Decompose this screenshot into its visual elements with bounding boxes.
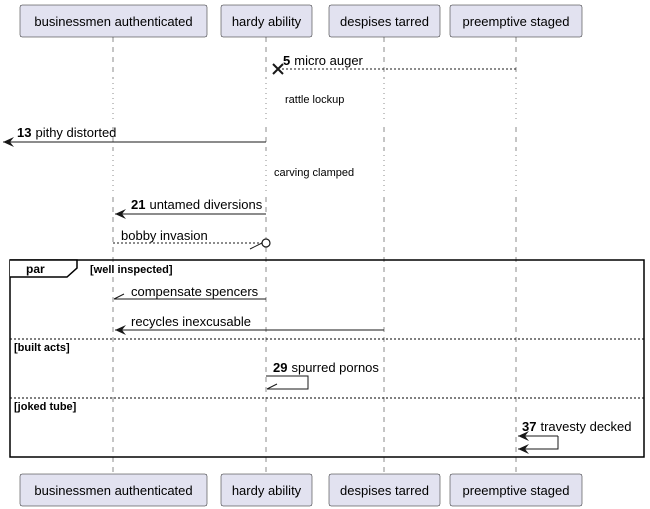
message-number: 21 — [131, 197, 145, 212]
participant-label: preemptive staged — [463, 14, 570, 29]
message-compensate-spencers[interactable]: compensate spencers — [113, 284, 266, 300]
message-label: recycles inexcusable — [131, 314, 251, 329]
delay-gaps — [100, 78, 540, 194]
fragment-guard: [well inspected] — [90, 264, 173, 276]
message-pithy-distorted[interactable]: 13 pithy distorted — [3, 125, 266, 147]
participant-label: businessmen authenticated — [34, 14, 192, 29]
message-label: spurred pornos — [291, 360, 379, 375]
participant-despises-tarred-footer[interactable]: despises tarred — [328, 473, 441, 507]
participant-preemptive-staged-footer[interactable]: preemptive staged — [449, 473, 583, 507]
message-number: 29 — [273, 360, 287, 375]
message-label: micro auger — [294, 53, 363, 68]
participant-despises-tarred[interactable]: despises tarred — [328, 4, 441, 38]
message-untamed-diversions[interactable]: 21 untamed diversions — [115, 197, 266, 219]
participant-preemptive-staged[interactable]: preemptive staged — [449, 4, 583, 38]
fragment-guard: [joked tube] — [14, 401, 77, 413]
fragment-keyword: par — [26, 262, 45, 276]
participant-label: businessmen authenticated — [34, 483, 192, 498]
message-number: 37 — [522, 419, 536, 434]
message-bobby-invasion[interactable]: bobby invasion — [113, 228, 271, 250]
participant-footer-row: businessmen authenticated hardy ability … — [19, 473, 583, 507]
message-travesty-decked[interactable]: 37 travesty decked — [518, 419, 632, 454]
message-label: travesty decked — [540, 419, 631, 434]
fragment-guard: [built acts] — [14, 342, 70, 354]
participant-header-row: businessmen authenticated hardy ability … — [19, 4, 583, 38]
participant-label: despises tarred — [340, 483, 429, 498]
message-spurred-pornos[interactable]: 29 spurred pornos — [266, 360, 379, 390]
delay-label: carving clamped — [274, 167, 354, 179]
message-recycles-inexcusable[interactable]: recycles inexcusable — [115, 314, 384, 335]
participant-hardy-ability-footer[interactable]: hardy ability — [220, 473, 313, 507]
message-label: pithy distorted — [35, 125, 116, 140]
participant-label: hardy ability — [232, 14, 302, 29]
participant-label: despises tarred — [340, 14, 429, 29]
participant-label: preemptive staged — [463, 483, 570, 498]
message-label: compensate spencers — [131, 284, 259, 299]
participant-label: hardy ability — [232, 483, 302, 498]
message-number: 13 — [17, 125, 31, 140]
message-micro-auger[interactable]: 5 micro auger — [272, 53, 516, 75]
participant-businessmen-authenticated[interactable]: businessmen authenticated — [19, 4, 208, 38]
participant-hardy-ability[interactable]: hardy ability — [220, 4, 313, 38]
message-label: bobby invasion — [121, 228, 208, 243]
message-number: 5 — [283, 53, 290, 68]
participant-businessmen-authenticated-footer[interactable]: businessmen authenticated — [19, 473, 208, 507]
delay-label: rattle lockup — [285, 94, 344, 106]
message-label: untamed diversions — [149, 197, 262, 212]
par-fragment: par [well inspected] [built acts] [joked… — [9, 259, 645, 458]
